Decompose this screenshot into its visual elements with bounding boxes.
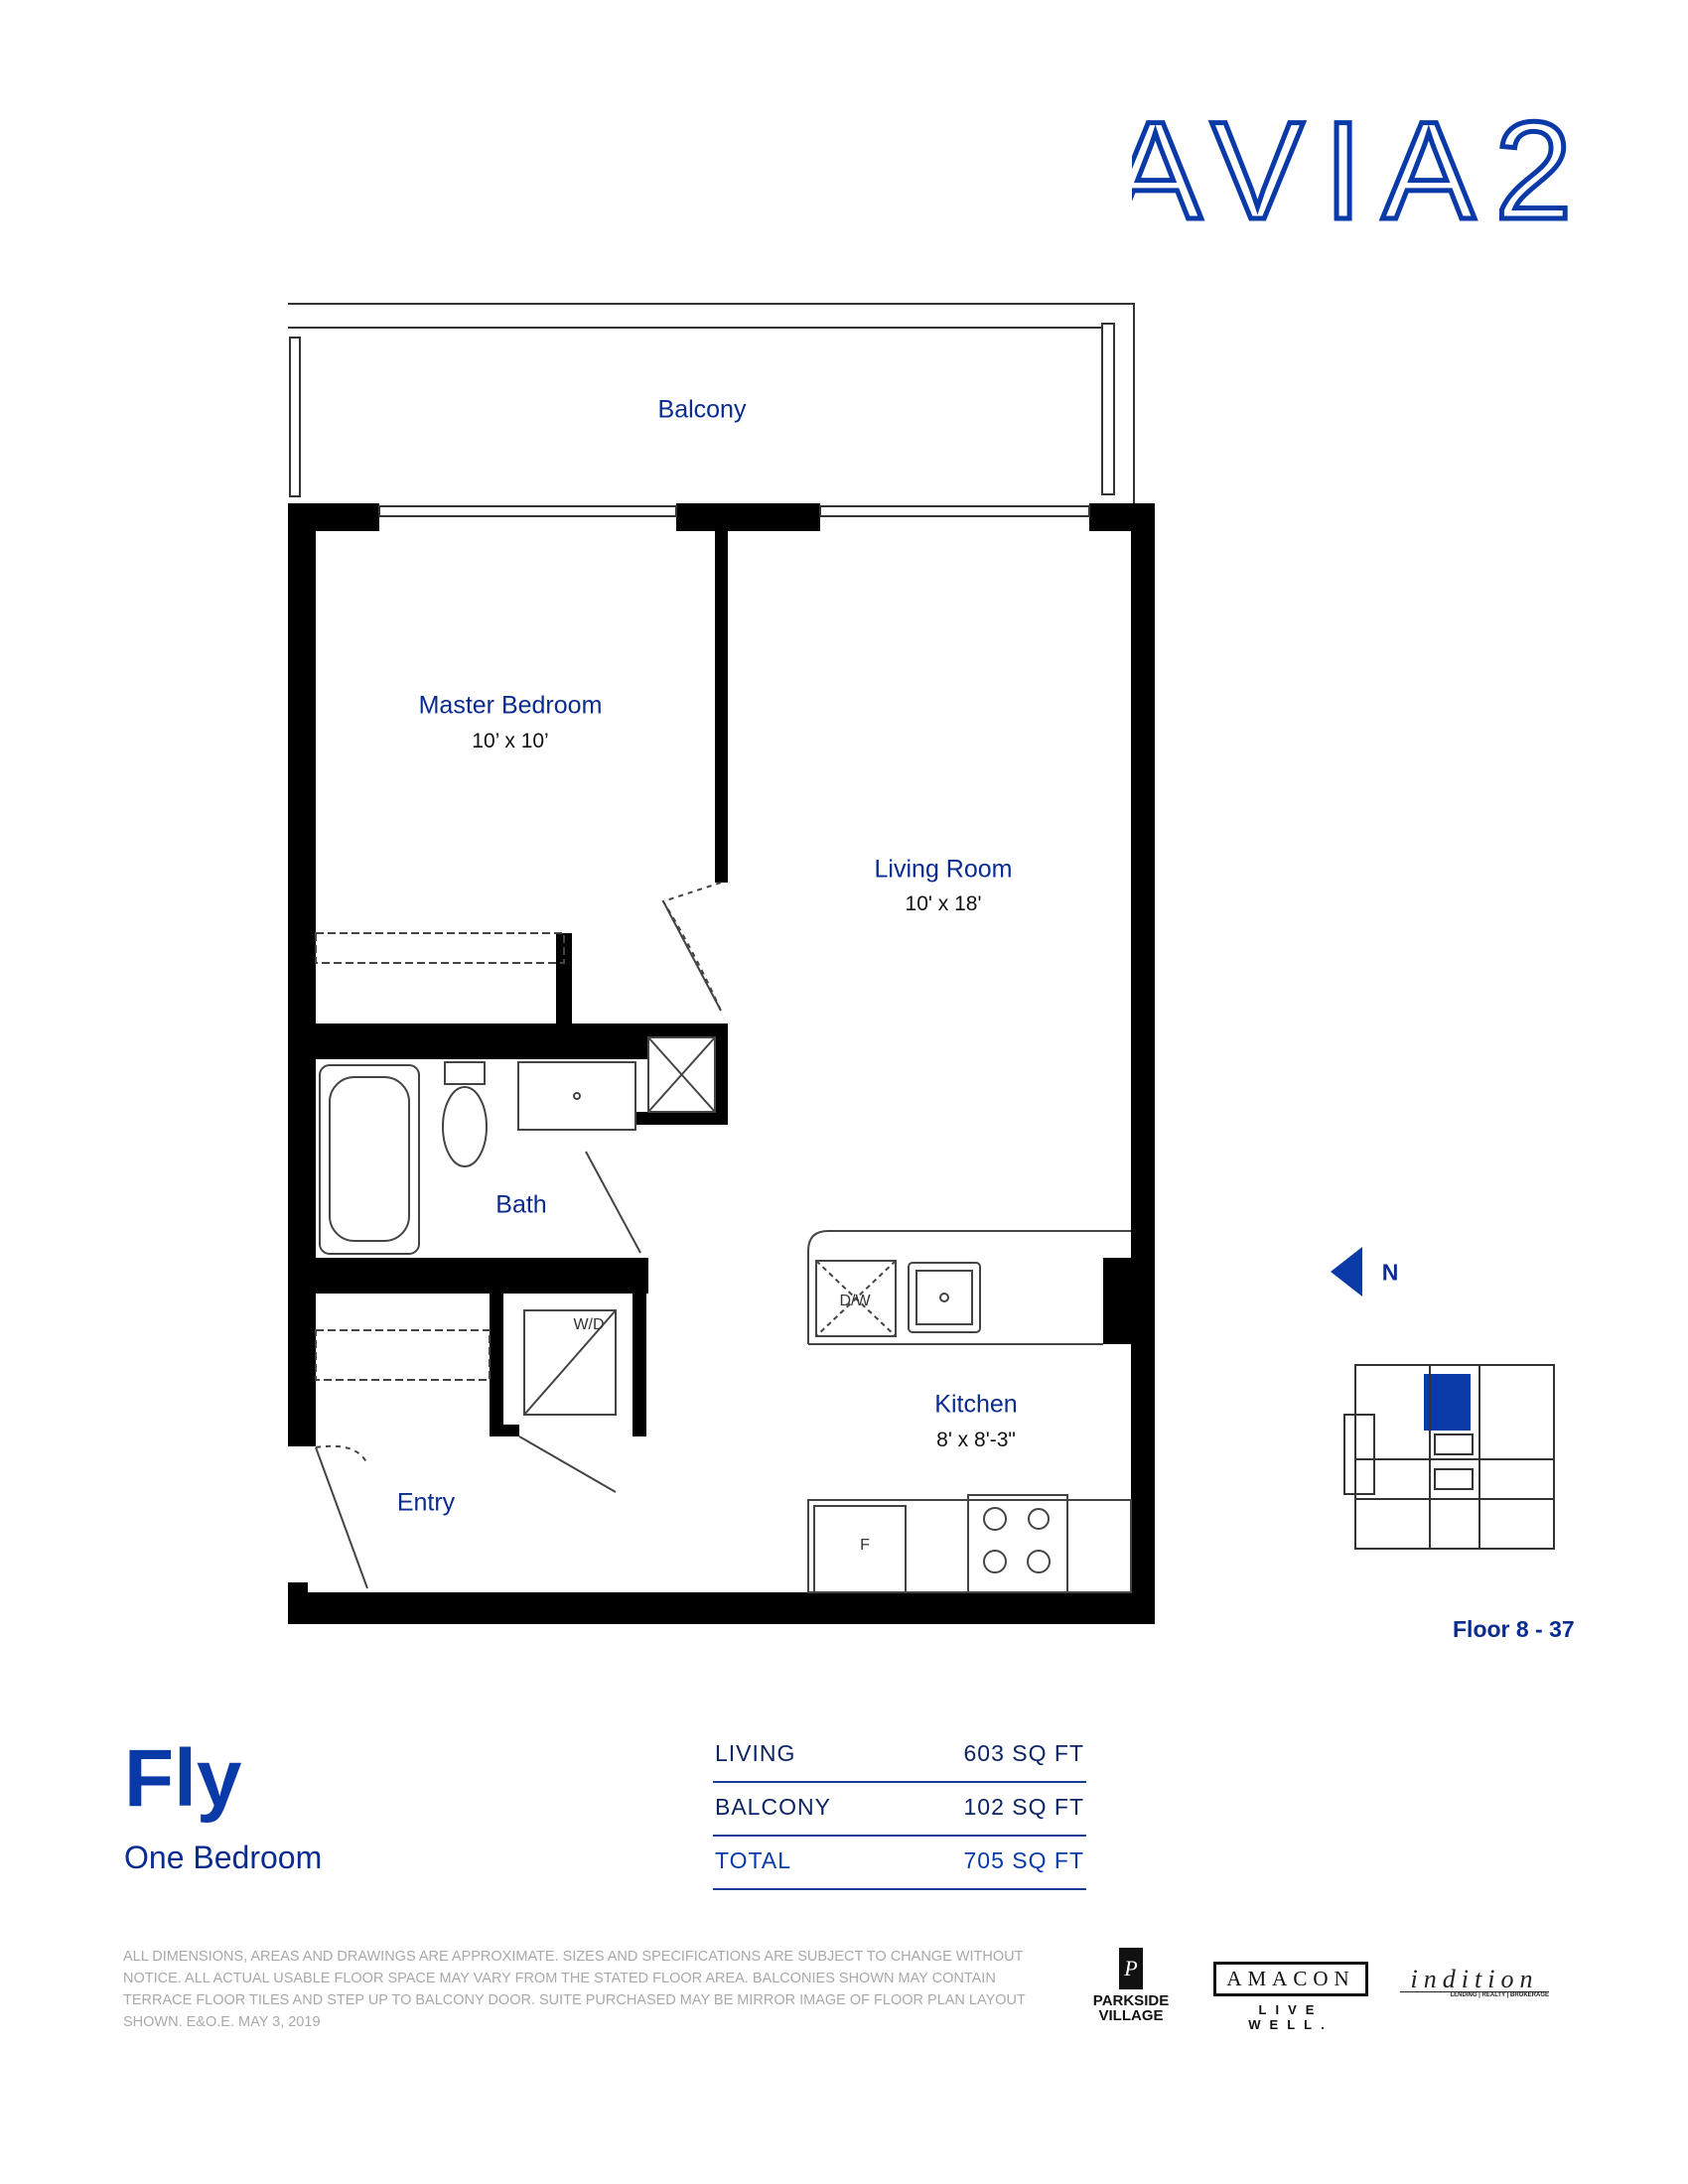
- walls: [288, 503, 1155, 1624]
- wd-door: [518, 1435, 617, 1493]
- area-row-living: LIVING 603 SQ FT: [713, 1727, 1086, 1783]
- dishwasher-label: D/W: [839, 1293, 871, 1309]
- disclaimer: All dimensions, areas and drawings are a…: [123, 1949, 1026, 2030]
- area-row-balcony: BALCONY 102 SQ FT: [713, 1781, 1086, 1837]
- parkside-leaf-icon: P: [1119, 1948, 1143, 1989]
- dishwasher: [815, 1260, 897, 1337]
- master-bedroom-label: Master Bedroom: [418, 691, 603, 720]
- linen-closet: [647, 1036, 716, 1113]
- living-room-label: Living Room: [874, 855, 1013, 884]
- area-value: 102 SQ FT: [963, 1794, 1084, 1820]
- avia2-logo: AVIA2: [1132, 111, 1569, 230]
- bathtub: [319, 1064, 420, 1255]
- area-label: TOTAL: [715, 1847, 791, 1873]
- area-value: 603 SQ FT: [963, 1740, 1084, 1766]
- washer-dryer: [523, 1309, 617, 1416]
- amacon-tagline: LIVE WELL.: [1248, 2002, 1334, 2032]
- amacon-logo: AMACON LIVE WELL.: [1213, 1962, 1368, 2032]
- area-label: BALCONY: [715, 1794, 831, 1820]
- entry-label: Entry: [396, 1488, 456, 1517]
- fridge: [813, 1505, 907, 1593]
- living-room-size: 10' x 18': [905, 892, 982, 915]
- kitchen-size: 8' x 8'-3": [936, 1429, 1016, 1451]
- amacon-text: AMACON: [1213, 1962, 1368, 1996]
- north-arrow-icon: [1331, 1247, 1362, 1297]
- washer-dryer-label: W/D: [573, 1316, 605, 1333]
- area-row-total: TOTAL 705 SQ FT: [713, 1835, 1086, 1890]
- keyplan: [1343, 1364, 1555, 1550]
- bath-label: Bath: [495, 1190, 547, 1219]
- floor-range: Floor 8 - 37: [1453, 1616, 1575, 1642]
- indition-text: indition: [1400, 1967, 1549, 1992]
- balcony-label: Balcony: [657, 395, 747, 424]
- master-bedroom-size: 10’ x 10’: [472, 730, 549, 752]
- indition-logo: indition LENDING | REALTY | BROKERAGE: [1400, 1967, 1549, 1998]
- balcony-railing: [288, 303, 1135, 503]
- parkside-village-logo: P PARKSIDE VILLAGE: [1089, 1948, 1173, 2023]
- keyplan-highlight: [1424, 1374, 1471, 1431]
- lower-counter: [807, 1499, 1132, 1593]
- area-value: 705 SQ FT: [963, 1847, 1084, 1873]
- kitchen-counter: [807, 1230, 1131, 1344]
- unit-type: One Bedroom: [124, 1840, 323, 1875]
- bedroom-door: [661, 882, 722, 1012]
- windows: [378, 505, 1090, 517]
- indition-tagline: LENDING | REALTY | BROKERAGE: [1450, 1992, 1549, 1998]
- area-label: LIVING: [715, 1740, 796, 1766]
- kitchen-label: Kitchen: [934, 1390, 1018, 1419]
- bath-door: [585, 1151, 641, 1254]
- fridge-label: F: [860, 1537, 870, 1554]
- north-label: N: [1381, 1259, 1399, 1286]
- sink: [908, 1262, 981, 1333]
- entry-door: [315, 1446, 368, 1589]
- parkside-text: PARKSIDE VILLAGE: [1092, 1992, 1170, 2024]
- fixtures: [315, 882, 1132, 1593]
- vanity: [517, 1061, 636, 1131]
- svg-text:AVIA2: AVIA2: [1132, 111, 1569, 230]
- stove: [967, 1494, 1068, 1593]
- unit-name: Fly: [124, 1733, 242, 1824]
- toilet: [442, 1086, 488, 1167]
